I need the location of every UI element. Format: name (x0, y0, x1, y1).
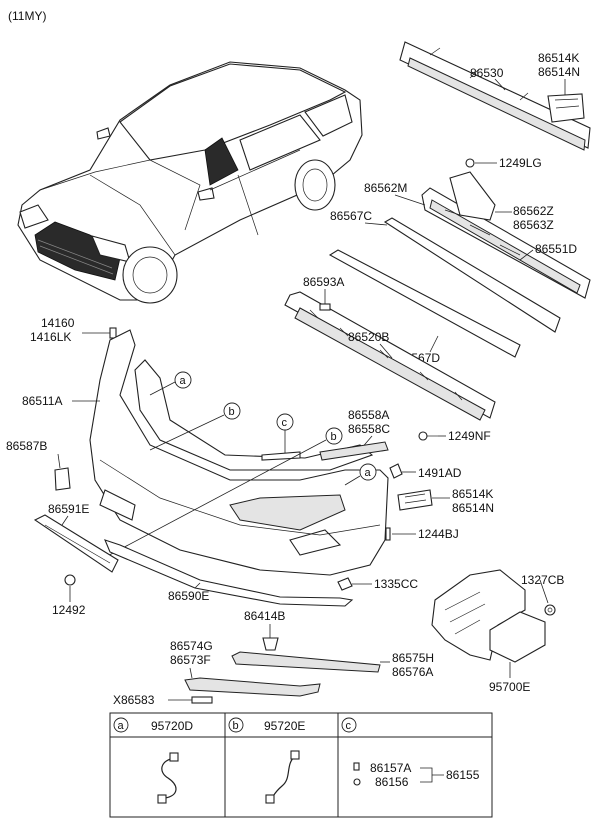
part-86562Z-emblem (449, 171, 496, 221)
fastener-86157A-icon (353, 762, 360, 771)
label-86551D: 86551D (535, 242, 577, 256)
bolt-1249LG (465, 158, 475, 168)
label-1249NF: 1249NF (448, 429, 491, 443)
label-1249LG: 1249LG (499, 156, 542, 170)
legend-assembly-c: 86155 (446, 768, 480, 782)
part-X86583 (191, 696, 213, 704)
label-86562M: 86562M (364, 181, 407, 195)
label-86511A: 86511A (22, 394, 62, 408)
part-86530-beam (399, 41, 591, 151)
legend-letter-c: c (346, 720, 352, 732)
clip-1335CC (337, 577, 353, 591)
bolt-12492 (64, 574, 76, 586)
bolt-1244BJ (385, 527, 391, 541)
svg-text:a: a (365, 467, 372, 479)
legend-part-a: 95720D (151, 719, 193, 733)
label-86562Z: 86562Z (513, 204, 554, 218)
legend-letter-b: b (233, 720, 239, 732)
sensor-95720D-illustration (157, 752, 179, 804)
label-86590E: 86590E (168, 589, 209, 603)
part-86591E-plate-bracket (33, 514, 119, 573)
label-12492: 12492 (52, 603, 86, 617)
legend-letter-a: a (118, 720, 125, 732)
part-86575H-strip (231, 651, 381, 673)
svg-text:c: c (282, 417, 288, 429)
label-86558A: 86558A (348, 408, 389, 422)
clip-86593A (319, 303, 331, 311)
label-86514K-mid: 86514K (452, 487, 493, 501)
part-86567D-molding (328, 249, 521, 358)
part-86567C-molding (383, 217, 561, 333)
label-86576A: 86576A (392, 665, 433, 679)
label-86530: 86530 (470, 66, 504, 80)
callout-b-1: b (223, 402, 241, 420)
label-86574G: 86574G (170, 639, 213, 653)
label-86514N-mid: 86514N (452, 501, 494, 515)
label-14160: 14160 (41, 316, 75, 330)
label-86563Z: 86563Z (513, 218, 554, 232)
label-86558C: 86558C (348, 422, 390, 436)
label-86573F: 86573F (170, 653, 211, 667)
label-1416LK: 1416LK (30, 330, 71, 344)
clip-14160 (109, 327, 117, 339)
nut-1327CB (544, 604, 556, 616)
sensor-95720E-illustration (265, 750, 300, 804)
label-86514K-top: 86514K (538, 51, 579, 65)
legend-part-c-2: 86156 (375, 775, 409, 789)
legend-part-c-1: 86157A (370, 761, 411, 775)
label-1244BJ: 1244BJ (418, 527, 459, 541)
label-86567C: 86567C (330, 209, 372, 223)
bracket-c-part (261, 451, 301, 461)
callout-a-2: a (359, 463, 377, 481)
part-86520B-absorber (284, 291, 496, 421)
svg-text:a: a (180, 375, 187, 387)
label-86414B: 86414B (244, 609, 285, 623)
label-86587B: 86587B (6, 439, 47, 453)
label-86591E: 86591E (48, 502, 89, 516)
legend-part-b: 95720E (264, 719, 305, 733)
callout-c-1: c (276, 413, 294, 431)
callout-b-2: b (325, 427, 343, 445)
car-illustration (17, 61, 363, 304)
model-year-tag: (11MY) (8, 9, 46, 23)
part-86587B-cap (54, 467, 71, 491)
label-1335CC: 1335CC (374, 577, 418, 591)
part-86514K-bracket-top (547, 93, 585, 123)
callout-a-1: a (174, 371, 192, 389)
svg-text:b: b (331, 431, 337, 443)
nut-1491AD (389, 463, 403, 479)
fastener-86156-icon (353, 778, 361, 786)
part-86574G-strip (184, 677, 321, 697)
label-86514N-top: 86514N (538, 65, 580, 79)
part-86558A-strip (319, 441, 389, 461)
part-95700E-module (489, 611, 546, 663)
svg-text:b: b (229, 406, 235, 418)
label-1491AD: 1491AD (418, 466, 462, 480)
label-95700E: 95700E (489, 680, 530, 694)
label-86520B: 86520B (348, 330, 389, 344)
part-86514K-bracket-mid (397, 489, 433, 511)
bolt-1249NF (418, 431, 438, 441)
label-86575H: 86575H (392, 651, 434, 665)
label-86593A: 86593A (303, 275, 344, 289)
legend-table: a 95720D b 95720E c 86157A 86156 86155 (109, 712, 493, 818)
clip-86414B (262, 637, 279, 651)
part-86590E-lip (104, 539, 354, 607)
label-1327CB: 1327CB (521, 573, 564, 587)
label-X86583: X86583 (113, 693, 155, 707)
part-86511A-bumper-cover (89, 329, 389, 576)
